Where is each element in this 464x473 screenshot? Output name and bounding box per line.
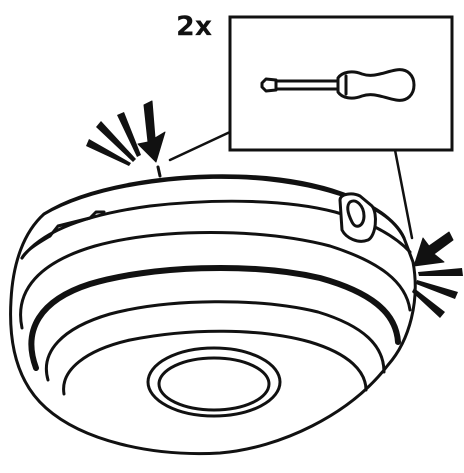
burst-right-2: [416, 280, 458, 299]
device-outer-shell: [9, 174, 417, 456]
ring-1: [19, 231, 412, 330]
arrow-icon-right: [413, 231, 454, 267]
screwdriver-handle: [336, 68, 416, 102]
screwdriver-tip: [260, 77, 278, 93]
quantity-label: 2x: [176, 11, 212, 42]
ring-4: [62, 329, 368, 396]
screwdriver-icon: [260, 68, 416, 102]
snap-burst-icon-right: [412, 268, 463, 318]
burst-top-left-1: [117, 112, 141, 157]
screwdriver-shaft: [274, 79, 340, 91]
ring-2: [28, 264, 401, 371]
arrow-right: [413, 231, 454, 267]
sensor-window: [146, 346, 282, 418]
burst-top-left-2: [96, 121, 136, 162]
arrow-top-left: [137, 100, 166, 163]
burst-right-3: [412, 288, 445, 318]
sensor-window-inner: [157, 356, 271, 412]
seam-notch: [48, 210, 106, 238]
device-body: [9, 174, 417, 456]
snap-burst-icon: [86, 112, 141, 166]
arrow-icon: [137, 100, 166, 163]
top-latch-mark: [156, 165, 162, 178]
burst-right-1: [418, 268, 463, 276]
callout-pointer: [168, 130, 414, 240]
release-slot: [338, 192, 377, 243]
ring-3: [45, 300, 386, 382]
cover-upper-edge: [42, 175, 406, 240]
device-rings: [19, 231, 412, 396]
callout: 2x: [168, 11, 454, 240]
burst-top-left-3: [86, 139, 131, 166]
seam-notch-lower: [20, 234, 52, 260]
release-slot-opening: [346, 199, 366, 228]
